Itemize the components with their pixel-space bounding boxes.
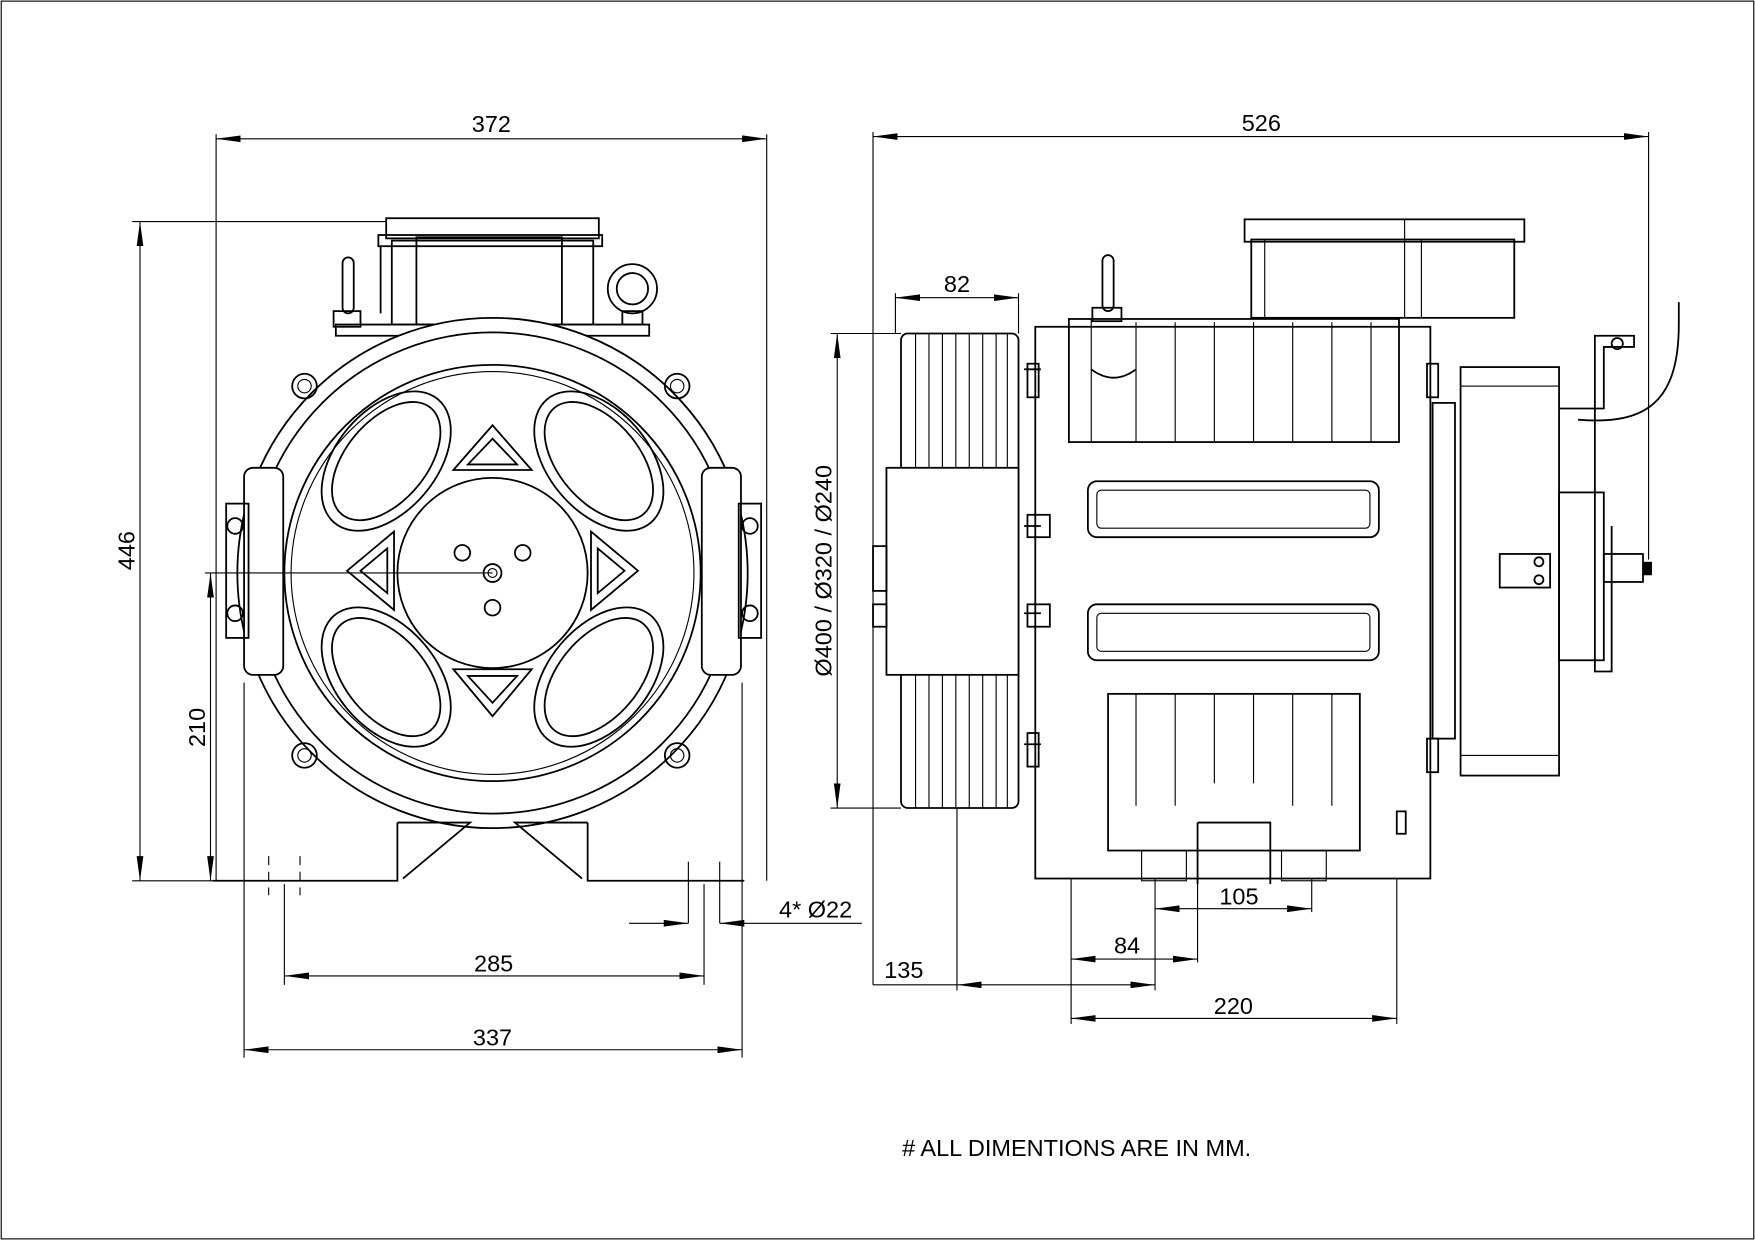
lifting-eye [606, 263, 658, 315]
side-terminal-box [1243, 218, 1526, 319]
housing-bolts [226, 372, 759, 769]
vent-openings [320, 390, 665, 748]
side-dimensions: 526 82 Ø400 / Ø320 / Ø240 135 84 105 220 [811, 110, 1650, 1025]
dim-base-width: 337 [473, 1024, 512, 1050]
dim-offset-135: 135 [884, 957, 923, 983]
dim-holes: 4* Ø22 [779, 897, 852, 923]
dim-front-width: 372 [472, 111, 511, 137]
dim-base-220: 220 [1214, 993, 1253, 1019]
dim-hole-spacing: 285 [474, 950, 513, 976]
dim-front-height: 446 [113, 531, 139, 570]
traction-sheave [872, 332, 1020, 809]
dim-offset-84: 84 [1114, 933, 1140, 959]
dim-shaft-height: 210 [184, 708, 210, 747]
dim-pulley-diameters: Ø400 / Ø320 / Ø240 [811, 465, 837, 677]
terminal-box [377, 217, 604, 326]
front-view [212, 217, 763, 924]
motor-body [1034, 325, 1432, 880]
side-view [872, 218, 1680, 885]
units-note: # ALL DIMENTIONS ARE IN MM. [902, 1135, 1251, 1161]
dim-pulley-width: 82 [944, 271, 970, 297]
front-dimensions: 372 446 210 285 337 4* Ø22 [113, 111, 862, 1058]
dim-offset-105: 105 [1219, 883, 1258, 909]
brake-assembly [1431, 302, 1680, 777]
dim-side-length: 526 [1242, 110, 1281, 136]
